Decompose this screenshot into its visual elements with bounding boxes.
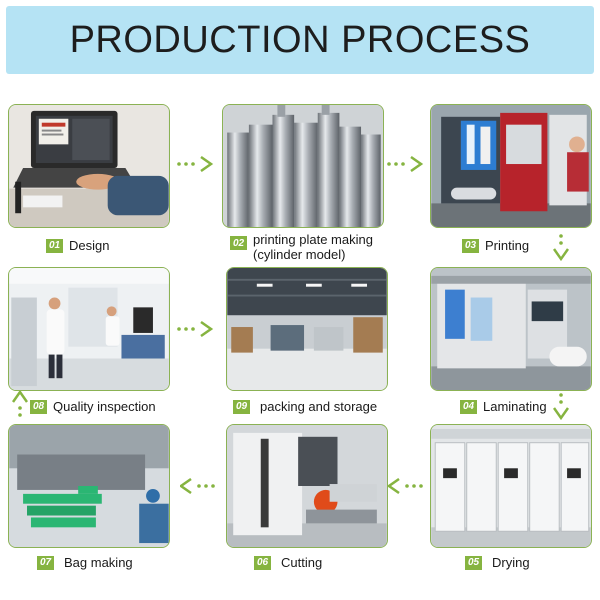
step-number: 04	[460, 399, 477, 414]
cutting-photo	[226, 424, 388, 548]
step-title: Printing	[485, 238, 530, 253]
step-number: 02	[230, 236, 247, 250]
quality-inspection-photo	[8, 267, 170, 391]
arrow-right-icon	[177, 321, 214, 337]
title-banner: PRODUCTION PROCESS	[6, 6, 594, 74]
step-label-cutting: 06 Cutting	[254, 555, 322, 570]
step-number: 05	[465, 555, 482, 570]
step-label-printing: 03 Printing	[462, 238, 529, 253]
step-number: 08	[30, 399, 47, 414]
step-title: Quality inspection	[53, 399, 156, 414]
packing-storage-photo	[226, 267, 388, 391]
arrow-down-icon	[553, 393, 569, 421]
arrow-left-icon	[388, 478, 423, 494]
step-title: printing plate making	[253, 232, 373, 247]
step-title: Cutting	[281, 555, 323, 570]
step-number: 09	[233, 399, 250, 414]
step-label-design: 01 Design	[46, 238, 109, 253]
step-label-quality-inspection: 08 Quality inspection	[30, 399, 156, 414]
bag-making-photo	[8, 424, 170, 548]
cylinder-photo	[222, 104, 384, 228]
printing-photo	[430, 104, 592, 228]
page-title: PRODUCTION PROCESS	[69, 18, 531, 61]
laminating-photo	[430, 267, 592, 391]
arrow-up-icon	[12, 391, 28, 417]
arrow-down-icon	[553, 234, 569, 262]
arrow-left-icon	[180, 478, 215, 494]
step-label-bag-making: 07 Bag making	[37, 555, 133, 570]
arrow-right-icon	[177, 156, 214, 172]
step-number: 07	[37, 555, 54, 570]
step-title: Bag making	[64, 555, 133, 570]
step-label-packing-storage: 09 packing and storage	[233, 399, 377, 414]
step-title: Laminating	[483, 399, 547, 414]
step-label-plate-making: 02 printing plate making (cylinder model…	[230, 232, 373, 262]
design-photo	[8, 104, 170, 228]
step-number: 01	[46, 238, 63, 253]
step-title: packing and storage	[260, 399, 378, 414]
arrow-right-icon	[387, 156, 424, 172]
step-number: 03	[462, 238, 479, 253]
step-label-laminating: 04 Laminating	[460, 399, 547, 414]
step-title: Drying	[492, 555, 530, 570]
step-title: Design	[69, 238, 110, 253]
step-label-drying: 05 Drying	[465, 555, 530, 570]
step-subtitle: (cylinder model)	[253, 247, 346, 262]
drying-photo	[430, 424, 592, 548]
step-number: 06	[254, 555, 271, 570]
